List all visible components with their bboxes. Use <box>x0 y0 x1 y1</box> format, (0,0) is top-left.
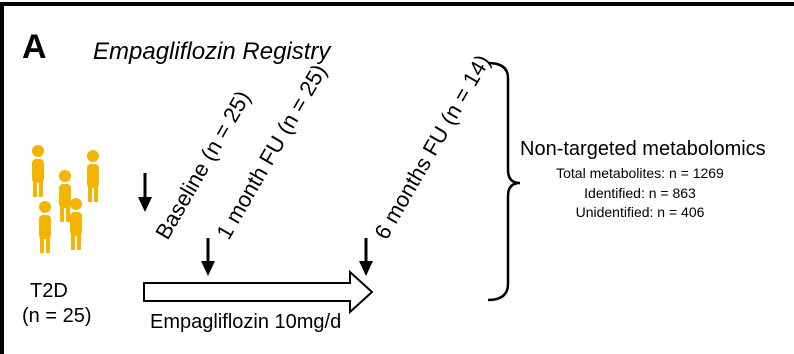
stat-unidentified: Unidentified: n = 406 <box>575 204 705 220</box>
cohort-count: (n = 25) <box>22 305 92 327</box>
metabolomics-title: Non-targeted metabolomics <box>520 138 766 160</box>
curly-brace <box>487 61 521 302</box>
registry-title: Empagliflozin Registry <box>93 38 331 65</box>
treatment-label: Empagliflozin 10mg/d <box>150 311 342 333</box>
stat-identified: Identified: n = 863 <box>584 185 696 201</box>
panel-letter: A <box>22 28 47 66</box>
patient-group-icon <box>32 145 99 253</box>
treatment-arrow <box>143 269 374 315</box>
person-icon <box>70 198 82 250</box>
person-icon <box>32 145 44 197</box>
cohort-label: T2D <box>30 280 68 302</box>
person-icon <box>87 150 99 202</box>
person-icon <box>59 170 71 222</box>
person-icon <box>39 201 51 253</box>
arrow-down-icon <box>201 238 215 276</box>
stat-total-metabolites: Total metabolites: n = 1269 <box>556 165 724 181</box>
arrow-down-icon <box>138 173 152 212</box>
arrow-down-icon <box>359 238 373 276</box>
